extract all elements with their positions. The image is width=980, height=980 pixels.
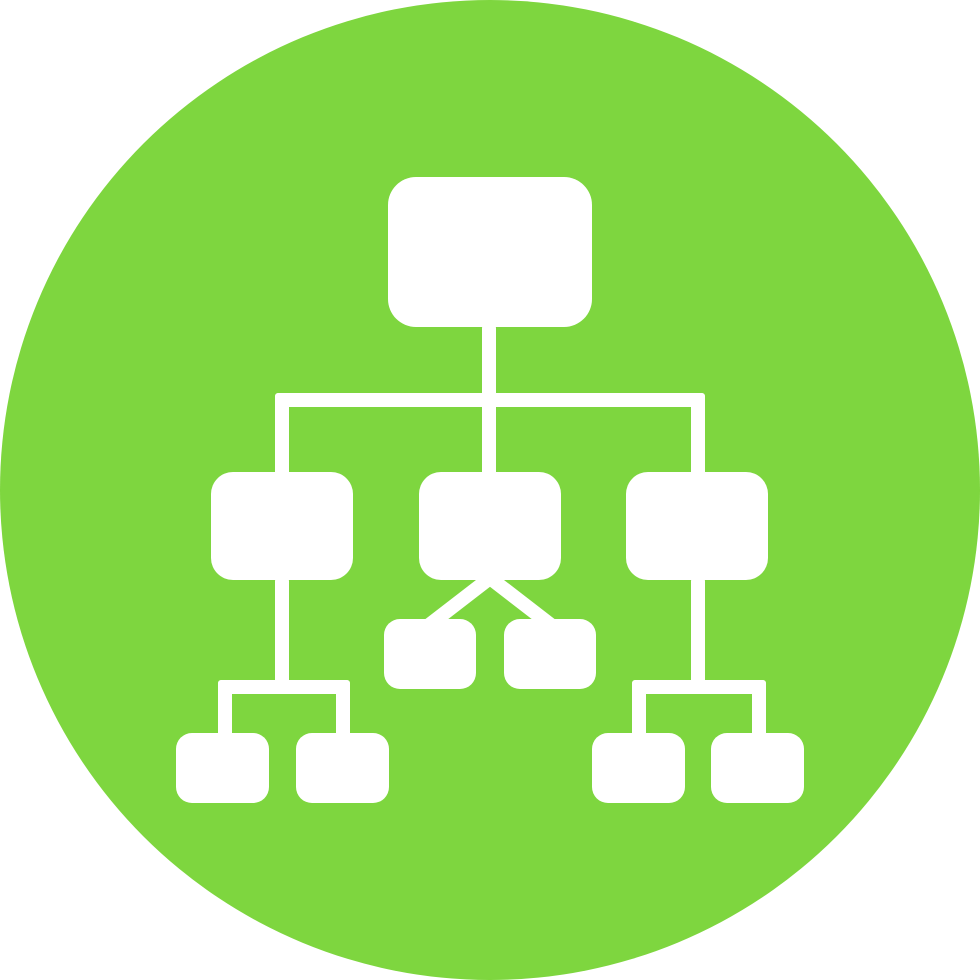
org-chart-glyph	[176, 177, 804, 803]
org-node-leaf	[711, 733, 804, 803]
connector-line	[336, 680, 350, 736]
org-node-leaf	[384, 619, 476, 689]
org-node-leaf	[176, 733, 269, 803]
org-node-leaf	[592, 733, 685, 803]
connector-line	[218, 680, 232, 736]
org-node-top	[388, 177, 592, 327]
connector-line	[632, 680, 646, 736]
org-node-mid-right	[626, 472, 768, 580]
org-node-mid-left	[211, 472, 353, 580]
connector-line	[632, 680, 766, 694]
connector-line	[275, 578, 289, 688]
org-node-leaf	[504, 619, 596, 689]
connector-line	[691, 578, 705, 688]
org-node-leaf	[296, 733, 389, 803]
connector-line	[752, 680, 766, 736]
connector-line	[275, 393, 705, 407]
org-node-mid-center	[419, 472, 561, 580]
connector-line	[218, 680, 350, 694]
connector-line	[691, 393, 705, 475]
connector-line	[275, 393, 289, 475]
